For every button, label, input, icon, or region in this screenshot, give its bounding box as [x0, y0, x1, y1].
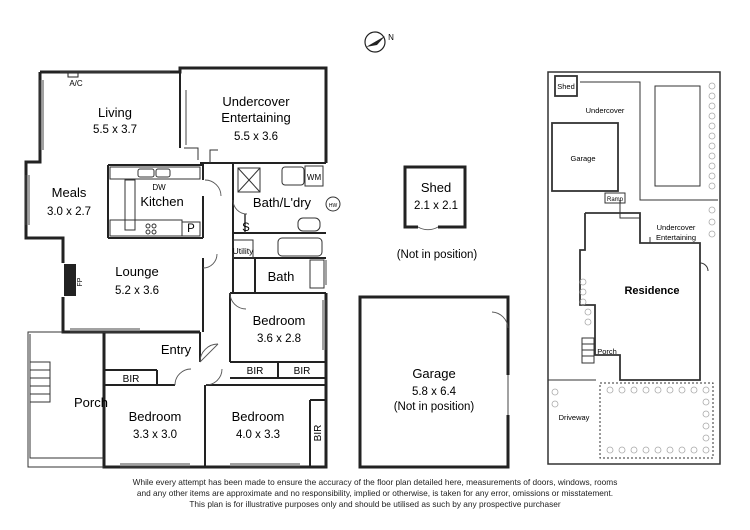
ac-label: A/C [69, 79, 83, 88]
site-trees [551, 82, 716, 454]
garage-dim: 5.8 x 6.4 [412, 386, 457, 398]
lounge-dim: 5.2 x 3.6 [115, 285, 159, 297]
bir-bedroom3: BIR [123, 374, 140, 385]
site-garage-label: Garage [570, 154, 595, 163]
bir-bedroom2-b: BIR [294, 366, 311, 377]
kitchen-label: Kitchen [140, 194, 183, 209]
entry-label: Entry [161, 342, 192, 357]
bath-label: Bath [268, 269, 295, 284]
garage-note: (Not in position) [394, 401, 475, 413]
bedroom2-label: Bedroom [253, 313, 306, 328]
fireplace-icon [64, 264, 76, 296]
compass-icon [364, 31, 386, 53]
disclaimer-line-3: This plan is for illustrative purposes o… [189, 499, 561, 509]
living-dim: 5.5 x 3.7 [93, 124, 137, 136]
site-undercover-label: Undercover [586, 106, 625, 115]
utility-label: Utility [233, 246, 255, 256]
bedroom3-label: Bedroom [129, 409, 182, 424]
site-undercover-ent-label1: Undercover [657, 223, 696, 232]
site-undercover-ent-label2: Entertaining [656, 233, 696, 242]
porch-steps [27, 331, 104, 468]
ac-unit-icon [67, 72, 79, 78]
hot-water-icon [325, 196, 341, 212]
undercover-label: Undercover [222, 94, 290, 109]
bedroom1-dim: 4.0 x 3.3 [236, 429, 280, 441]
porch-label: Porch [74, 395, 108, 410]
entertaining-step [184, 147, 218, 163]
shed-note: (Not in position) [397, 249, 478, 261]
bedroom1-label: Bedroom [232, 409, 285, 424]
bedroom3-dim: 3.3 x 3.0 [133, 429, 177, 441]
bedroom2-dim: 3.6 x 2.8 [257, 333, 301, 345]
hot-water-label: HW [329, 203, 338, 209]
shed-label: Shed [421, 180, 451, 195]
living-label: Living [98, 105, 132, 120]
undercover-dim: 5.5 x 3.6 [234, 131, 278, 143]
site-residence-label: Residence [624, 285, 679, 297]
site-ramp-label: Ramp [607, 197, 624, 203]
entertaining-label: Entertaining [221, 110, 290, 125]
site-porch-label: Porch [597, 347, 617, 356]
lounge-label: Lounge [115, 264, 158, 279]
site-plan [547, 71, 721, 465]
site-driveway-label: Driveway [559, 413, 590, 422]
washing-machine-label: WM [307, 173, 322, 182]
shower-label: S [242, 222, 250, 234]
bir-bedroom2-a: BIR [247, 366, 264, 377]
disclaimer-line-2: and any other items are approximate and … [136, 488, 614, 498]
shed-dim: 2.1 x 2.1 [414, 200, 458, 212]
meals-label: Meals [52, 185, 87, 200]
meals-dim: 3.0 x 2.7 [47, 206, 91, 218]
garage-outline [358, 295, 510, 469]
door-swings [174, 179, 248, 386]
windows [25, 71, 327, 468]
disclaimer-line-1: While every attempt has been made to ens… [132, 477, 618, 487]
pantry-label: P [187, 223, 195, 235]
garage-label: Garage [412, 366, 455, 381]
dishwasher-label: DW [152, 183, 166, 192]
bathroom-fixtures [237, 165, 325, 289]
kitchen-fixtures [109, 166, 201, 237]
bir-bedroom1: BIR [313, 425, 324, 442]
bath-laundry-label: Bath/L'dry [253, 195, 312, 210]
fireplace-label: FP [77, 277, 84, 286]
compass-label: N [388, 33, 394, 42]
shed-outline [403, 165, 467, 231]
utility-cupboard [232, 239, 254, 259]
site-shed-label: Shed [557, 82, 575, 91]
